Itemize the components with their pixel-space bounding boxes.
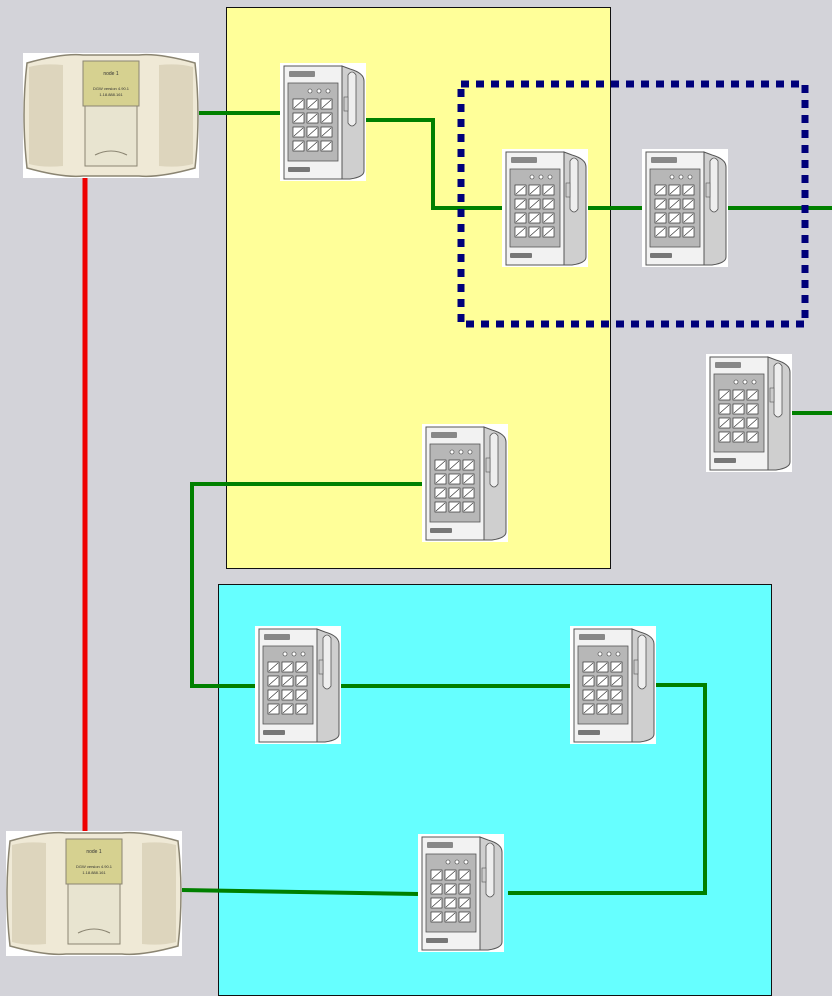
keypad-reader-icon: [418, 834, 504, 952]
keypad-reader-icon: [570, 626, 656, 744]
keypad-reader-icon: [255, 626, 341, 744]
controller-node-label: node 1: [103, 71, 119, 77]
bus-link: [508, 683, 707, 895]
controller-address-label: 1.18.888.161: [99, 92, 123, 97]
keypad-reader-icon: [422, 424, 508, 542]
keypad-cyan-right[interactable]: [570, 626, 656, 744]
keypad-group-1[interactable]: [502, 149, 588, 267]
keypad-yellow-bottom[interactable]: [422, 424, 508, 542]
keypad-reader-icon: [706, 354, 792, 472]
controller-address-label: 1.18.888.161: [82, 870, 106, 875]
controller-version-label: DGW version 4.90.1: [92, 86, 129, 91]
bus-link: [190, 482, 423, 688]
keypad-yellow-top[interactable]: [280, 63, 366, 181]
keypad-outside-right[interactable]: [706, 354, 792, 472]
controller-icon: [23, 53, 199, 178]
controller-bottom[interactable]: node 1 DGW version 4.90.1 1.18.888.161: [6, 831, 182, 956]
controller-top[interactable]: node 1 DGW version 4.90.1 1.18.888.161: [23, 53, 199, 178]
group-outline: [457, 80, 809, 328]
keypad-cyan-bottom[interactable]: [418, 834, 504, 952]
keypad-group-2[interactable]: [642, 149, 728, 267]
keypad-reader-icon: [642, 149, 728, 267]
bus-link: [366, 118, 503, 210]
keypad-cyan-left[interactable]: [255, 626, 341, 744]
bus-link: [180, 888, 419, 896]
controller-version-label: DGW version 4.90.1: [75, 864, 112, 869]
keypad-reader-icon: [280, 63, 366, 181]
keypad-reader-icon: [502, 149, 588, 267]
controller-node-label: node 1: [86, 849, 102, 855]
controller-icon: [6, 831, 182, 956]
